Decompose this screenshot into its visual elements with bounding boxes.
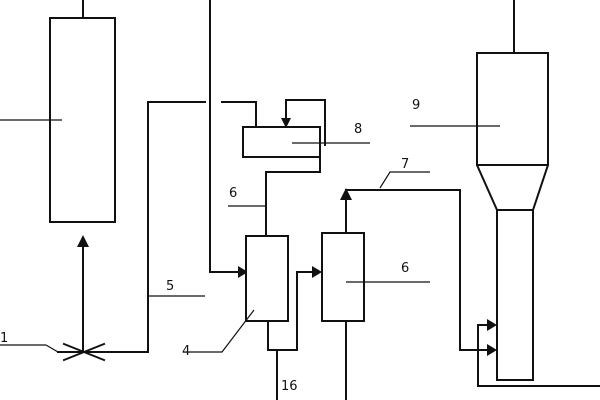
unit-6 <box>321 188 430 400</box>
unit-4 <box>183 235 322 400</box>
label-8: 8 <box>354 122 362 137</box>
arrow-right-icon <box>487 319 497 331</box>
stream-6-line <box>228 154 321 237</box>
tower-9 <box>410 0 600 387</box>
label-16: 16 <box>281 379 298 394</box>
stream-7-line <box>345 171 497 356</box>
feed-line-to-unit-4 <box>209 0 248 278</box>
stream-5-riser <box>147 101 257 353</box>
arrow-right-icon <box>238 266 248 278</box>
stream-7-leader-line <box>379 171 430 189</box>
arrow-right-icon <box>312 266 322 278</box>
label-6-lower: 6 <box>401 261 409 276</box>
arrow-up-icon <box>340 188 352 200</box>
mixing-node <box>0 342 149 362</box>
arrow-up-icon <box>77 235 89 247</box>
unit-8 <box>242 99 370 158</box>
unit-4-leader-line <box>183 309 255 353</box>
arrow-down-icon <box>281 118 291 128</box>
left-column-unit <box>0 0 116 353</box>
label-6-upper: 6 <box>229 186 237 201</box>
arrow-right-icon <box>487 344 497 356</box>
label-9: 9 <box>412 98 420 113</box>
label-4: 4 <box>182 344 190 359</box>
label-5: 5 <box>166 279 174 294</box>
label-1: 1 <box>0 331 8 346</box>
label-7: 7 <box>401 157 409 172</box>
